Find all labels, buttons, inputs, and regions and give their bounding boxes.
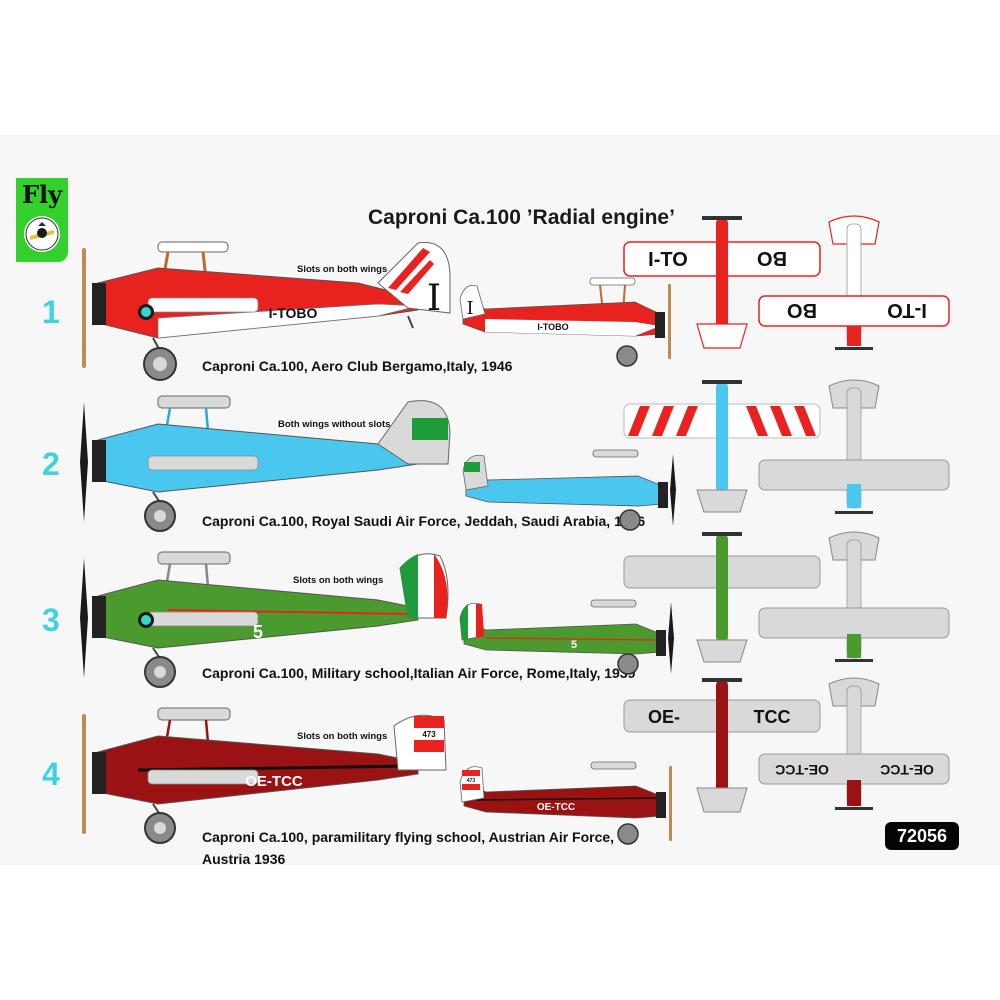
svg-text:I: I [466, 298, 473, 319]
scheme-4-note: Slots on both wings [297, 731, 388, 742]
svg-text:I-TOBO: I-TOBO [537, 322, 568, 332]
scheme-3-side-view-small: 5 [459, 599, 674, 675]
svg-text:I-TOBO: I-TOBO [269, 305, 318, 321]
scheme-4-side-view-small: 473 OE-TCC [459, 761, 672, 845]
logo-text: Fly [21, 180, 63, 209]
scheme-3-side-view: 5 [80, 551, 449, 688]
svg-text:BO: BO [757, 247, 787, 269]
sheet-title: Caproni Ca.100 ’Radial engine’ [368, 206, 675, 229]
scheme-1-note: Slots on both wings [297, 264, 388, 275]
svg-text:473: 473 [422, 730, 436, 739]
scheme-4-caption-line-2: Austria 1936 [202, 851, 286, 867]
svg-text:I-TO: I-TO [887, 299, 927, 321]
scheme-2-side-view-small [462, 449, 676, 531]
scheme-2-caption: Caproni Ca.100, Royal Saudi Air Force, J… [202, 513, 646, 529]
svg-text:473: 473 [467, 778, 476, 784]
scheme-2-note: Both wings without slots [278, 419, 391, 430]
scheme-4-side-view: 473 OE-TCC [82, 707, 447, 844]
scheme-1-top-view: I-TO BO [623, 216, 821, 349]
product-code-badge: 72056 [885, 822, 959, 850]
svg-text:OE-: OE- [648, 707, 680, 727]
svg-text:I-TO: I-TO [648, 249, 688, 271]
scheme-number-2: 2 [42, 446, 60, 482]
svg-text:OE-TCC: OE-TCC [537, 802, 575, 813]
scheme-4-top-view: OE- TCC [623, 678, 821, 813]
fly-logo: Fly [16, 178, 68, 262]
svg-text:BO: BO [787, 299, 817, 321]
svg-text:I: I [427, 278, 441, 319]
scheme-2-top-view [623, 380, 821, 513]
svg-text:OE-TCC: OE-TCC [775, 762, 829, 778]
scheme-1-caption: Caproni Ca.100, Aero Club Bergamo,Italy,… [202, 358, 513, 374]
svg-text:OE-TCC: OE-TCC [880, 762, 934, 778]
logo-badge-icon [24, 216, 60, 252]
scheme-2-side-view [80, 395, 451, 532]
scheme-1-side-view: I I-TOBO [82, 241, 451, 381]
svg-text:OE-TCC: OE-TCC [245, 773, 303, 790]
scheme-4-bottom-view: OE-TCC OE-TCC [758, 677, 950, 810]
scheme-2-bottom-view [758, 379, 950, 514]
scheme-3-caption: Caproni Ca.100, Military school,Italian … [202, 665, 636, 681]
svg-text:5: 5 [571, 639, 577, 651]
scheme-3-bottom-view [758, 531, 950, 662]
scheme-number-1: 1 [42, 294, 60, 330]
scheme-1-side-view-small: I I-TOBO [459, 277, 671, 367]
scheme-4-caption-line-1: Caproni Ca.100, paramilitary flying scho… [202, 829, 615, 845]
svg-text:5: 5 [253, 622, 263, 642]
scheme-3-top-view [623, 532, 821, 663]
scheme-1-bottom-view: BO I-TO [758, 215, 950, 350]
scheme-3-note: Slots on both wings [293, 575, 384, 586]
scheme-number-3: 3 [42, 602, 60, 638]
svg-text:TCC: TCC [754, 707, 791, 727]
scheme-number-4: 4 [42, 756, 60, 792]
